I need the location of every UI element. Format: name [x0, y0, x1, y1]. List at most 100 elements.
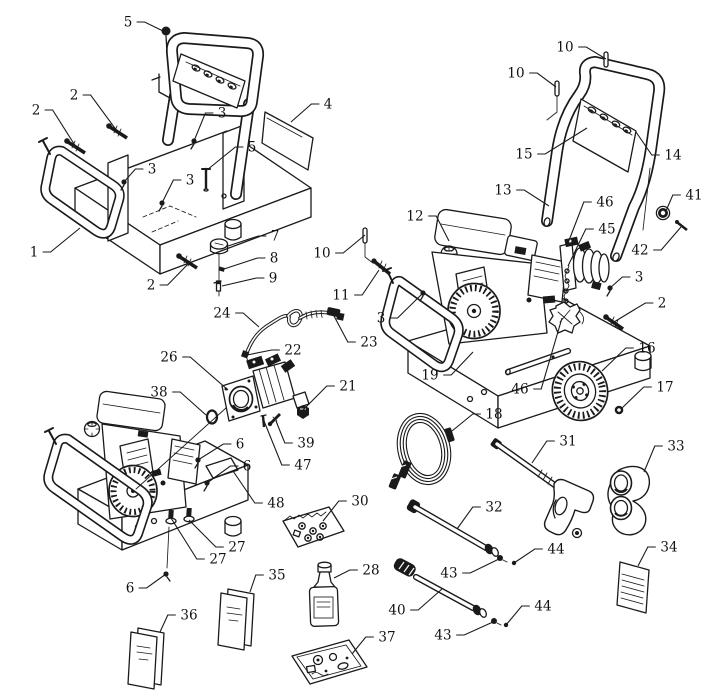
- callout-label: 3: [186, 173, 195, 189]
- callout-label: 34: [660, 540, 677, 556]
- callout-label: 43: [434, 628, 451, 644]
- pump-body: [246, 353, 310, 409]
- callout-label: 23: [360, 335, 377, 351]
- callout-leader-line: [170, 517, 205, 560]
- cylinder-head: [167, 438, 201, 485]
- callout-label: 22: [284, 343, 301, 359]
- callout-leader-line: [537, 127, 588, 155]
- callout-label: 27: [209, 552, 226, 568]
- callout-leader-line: [513, 548, 543, 564]
- callout-leader-line: [665, 194, 681, 212]
- flange-bolt-washer: [183, 507, 195, 523]
- o-ring: [205, 409, 219, 425]
- callout-label: 14: [664, 148, 681, 164]
- callout-label: 32: [485, 500, 502, 516]
- callout-leader-line: [188, 519, 224, 548]
- callout-leader-line: [249, 574, 264, 593]
- callout-label: 27: [228, 540, 245, 556]
- callout-label: 6: [243, 459, 252, 475]
- engine-drawing-bl: [83, 390, 201, 520]
- cotter-pin: [213, 280, 222, 292]
- callout-leader-line: [516, 189, 550, 207]
- callout-leader-line: [529, 72, 557, 88]
- decal-label: [616, 561, 650, 614]
- callout-leader-line: [322, 500, 347, 522]
- callout-leader-line: [161, 179, 182, 204]
- callout-label: 3: [148, 162, 157, 178]
- cart-handle-loop-bl: [43, 427, 153, 545]
- callout-leader-line: [451, 413, 481, 432]
- cart-handle-loop: [380, 267, 464, 373]
- frame-assembly-drawing: [38, 26, 314, 297]
- extension-wand: [406, 499, 499, 557]
- callout-label: 45: [598, 222, 615, 238]
- callout-label: 9: [269, 271, 278, 287]
- callout-leader-line: [635, 131, 660, 156]
- callout-label: 21: [339, 379, 356, 395]
- callout-label: 15: [515, 147, 532, 163]
- callout-leader-line: [263, 420, 290, 466]
- manual-booklet: [217, 588, 255, 651]
- callout-label: 42: [631, 243, 648, 259]
- callout-leader-line: [354, 269, 380, 296]
- callout-label: 39: [297, 436, 314, 452]
- callout-leader-line: [443, 351, 474, 376]
- coupler: [497, 555, 508, 563]
- callout-leader-line: [643, 445, 663, 473]
- engine-frame-assembly-drawing: [43, 390, 249, 582]
- callout-leader-line: [567, 201, 592, 244]
- callout-leader-line: [335, 234, 366, 254]
- callout-label: 3: [218, 106, 227, 122]
- callout-label: 1: [30, 245, 39, 261]
- pull-handle-drawing: [38, 137, 125, 239]
- callout-label: 5: [124, 15, 133, 31]
- bl-foot: [224, 515, 242, 537]
- callout-label: 19: [421, 368, 438, 384]
- callout-label: 2: [70, 88, 79, 104]
- callout-leader-line: [182, 356, 229, 391]
- lag-screw: [176, 253, 198, 270]
- pump-mount-plate: [205, 457, 239, 479]
- callout-leader-line: [221, 277, 265, 287]
- spray-gun: [490, 438, 595, 539]
- lag-screw: [64, 138, 86, 155]
- callout-leader-line: [653, 226, 682, 251]
- high-pressure-hose-coil: [396, 412, 452, 486]
- pump-bolt: [260, 414, 267, 428]
- handle-pin: [546, 80, 560, 121]
- callout-labels: 1222233333455666789101010111213141516171…: [30, 15, 703, 655]
- callout-leader-line: [601, 347, 634, 372]
- callout-leader-line: [82, 94, 118, 132]
- callout-label: 2: [32, 103, 41, 119]
- axle-rod: [504, 347, 572, 376]
- callout-label: 17: [656, 380, 673, 396]
- callout-label: 10: [556, 40, 573, 56]
- callout-leader-line: [275, 420, 293, 444]
- callout-label: 35: [268, 568, 285, 584]
- handle-panel: [572, 98, 637, 173]
- pump-assembly-drawing: [135, 307, 345, 490]
- flange-nut: [655, 205, 671, 221]
- callout-leader-line: [193, 112, 214, 142]
- lag-screw: [371, 258, 392, 276]
- callout-label: 3: [377, 311, 386, 327]
- hose-clamp: [240, 350, 250, 359]
- callout-leader-line: [197, 443, 232, 461]
- callout-leader-line: [290, 103, 320, 123]
- callout-label: 36: [180, 608, 197, 624]
- callout-leader-line: [351, 636, 374, 655]
- callout-label: 12: [406, 209, 423, 225]
- parts-kit-bag: [291, 639, 368, 685]
- callout-label: 7: [271, 229, 280, 245]
- callout-leader-line: [533, 317, 563, 390]
- callout-leader-line: [235, 312, 260, 328]
- lag-screw: [106, 123, 128, 140]
- wheel-drawing: [551, 360, 609, 422]
- handle-pin: [603, 51, 609, 68]
- callout-leader-line: [428, 215, 450, 242]
- coupler: [491, 618, 502, 626]
- callout-label: 41: [685, 188, 702, 204]
- callout-leader-line: [609, 276, 631, 289]
- main-assembly-drawing: [362, 51, 688, 429]
